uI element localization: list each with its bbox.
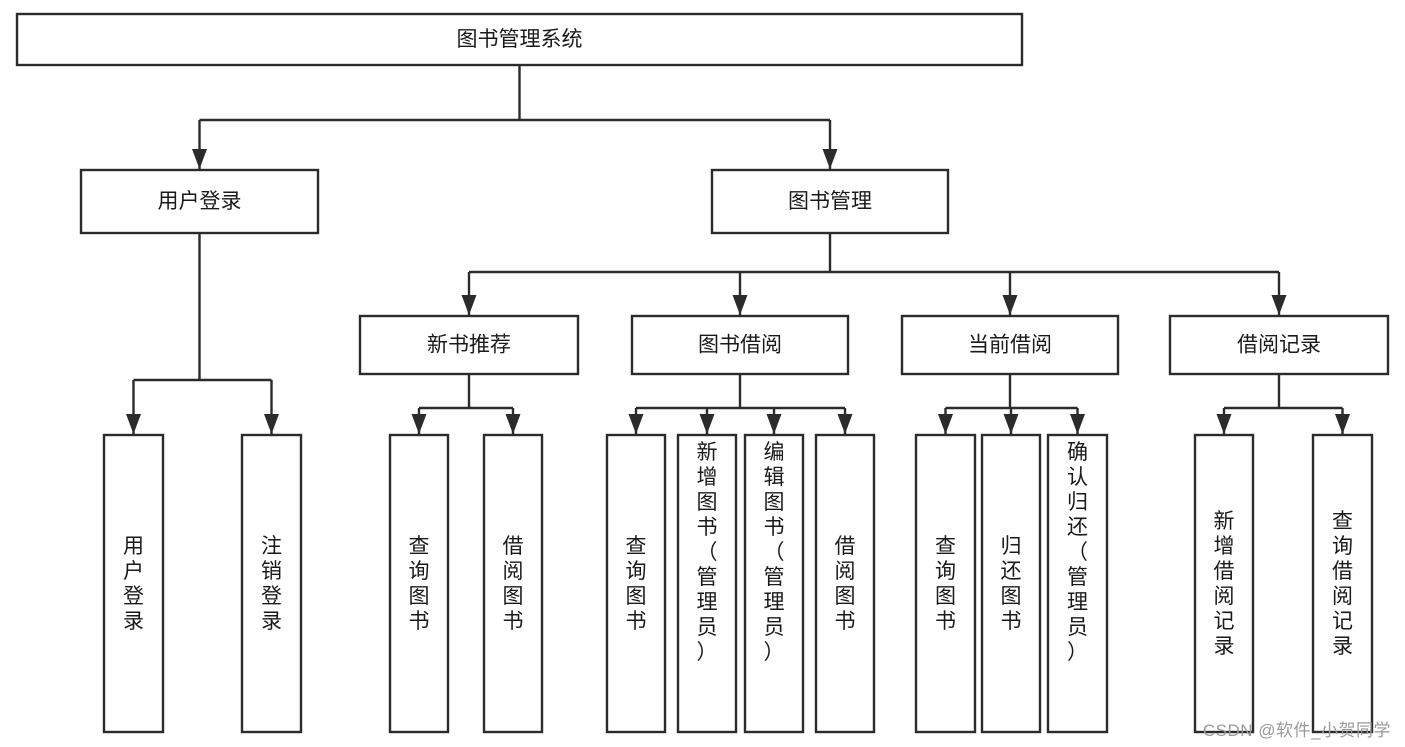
arrow-l2-3-1 (1335, 414, 1350, 434)
node-查询图书-label: 查询图书 (409, 535, 430, 633)
node-当前借阅-label: 当前借阅 (968, 334, 1052, 357)
watermark-text: CSDN @软件_小贺同学 (1202, 721, 1391, 740)
arrow-mgmt-1 (732, 295, 748, 315)
node-借阅图书-label: 借阅图书 (503, 535, 524, 633)
node-新增借阅记录-label: 新增借阅记录 (1214, 510, 1235, 658)
node-新增图书管理员-label: 新增图书（管理员） (697, 441, 718, 664)
node-新书推荐-label: 新书推荐 (427, 334, 511, 357)
node-查询图书-label: 查询图书 (626, 535, 647, 633)
connector-layer (126, 65, 1350, 434)
node-查询借阅记录-label: 查询借阅记录 (1332, 510, 1353, 658)
arrow-l2-0-1 (505, 414, 521, 434)
arrow-l2-1-1 (699, 414, 715, 434)
node-新增借阅记录[interactable]: 新增借阅记录 (1193, 433, 1255, 734)
node-新增图书管理员[interactable]: 新增图书（管理员） (676, 433, 738, 734)
node-查询借阅记录-box (1311, 433, 1374, 734)
node-图书管理[interactable]: 图书管理 (710, 168, 950, 235)
node-借阅图书-label: 借阅图书 (835, 535, 856, 633)
node-编辑图书管理员-box (743, 433, 805, 734)
node-借阅图书[interactable]: 借阅图书 (814, 433, 876, 734)
node-当前借阅-box (900, 314, 1120, 376)
node-layer: 图书管理系统用户登录图书管理新书推荐图书借阅当前借阅借阅记录用户登录注销登录查询… (15, 12, 1390, 734)
node-图书借阅-box (630, 314, 850, 376)
node-编辑图书管理员[interactable]: 编辑图书（管理员） (743, 433, 805, 734)
node-当前借阅[interactable]: 当前借阅 (900, 314, 1120, 376)
node-查询图书[interactable]: 查询图书 (605, 433, 667, 734)
node-图书借阅-label: 图书借阅 (698, 334, 782, 357)
node-归还图书-box (980, 433, 1042, 734)
arrow-l2-0-0 (411, 414, 427, 434)
node-借阅记录-box (1168, 314, 1390, 376)
node-确认归还管理员[interactable]: 确认归还（管理员） (1046, 433, 1109, 734)
node-查询借阅记录[interactable]: 查询借阅记录 (1311, 433, 1374, 734)
arrow-l2-1-3 (837, 414, 853, 434)
node-确认归还管理员-box (1046, 433, 1109, 734)
node-新书推荐-box (358, 314, 580, 376)
node-借阅记录-label: 借阅记录 (1237, 334, 1321, 357)
node-图书管理-box (710, 168, 950, 235)
arrow-l2-2-1 (1003, 414, 1019, 434)
node-借阅图书[interactable]: 借阅图书 (482, 433, 544, 734)
arrow-mgmt-0 (461, 295, 477, 315)
arrow-mgmt-3 (1271, 295, 1287, 315)
node-归还图书-label: 归还图书 (1001, 535, 1022, 633)
node-用户登录-label: 用户登录 (123, 535, 144, 633)
node-新书推荐[interactable]: 新书推荐 (358, 314, 580, 376)
node-图书管理系统-box (15, 12, 1024, 67)
node-查询图书-box (605, 433, 667, 734)
node-查询图书-box (388, 433, 450, 734)
node-查询图书-box (914, 433, 977, 734)
node-查询图书[interactable]: 查询图书 (914, 433, 977, 734)
node-用户登录[interactable]: 用户登录 (102, 433, 165, 734)
arrow-root-0 (192, 149, 207, 169)
arrow-root-1 (822, 149, 838, 169)
node-用户登录-label: 用户登录 (158, 190, 242, 213)
node-图书管理系统[interactable]: 图书管理系统 (15, 12, 1024, 67)
arrow-login-1 (264, 414, 279, 434)
arrow-l2-1-0 (628, 414, 644, 434)
arrow-login-0 (126, 414, 141, 434)
arrow-mgmt-2 (1002, 295, 1018, 315)
arrow-l2-2-0 (938, 414, 953, 434)
node-确认归还管理员-label: 确认归还（管理员） (1067, 441, 1088, 664)
node-归还图书[interactable]: 归还图书 (980, 433, 1042, 734)
node-查询图书-label: 查询图书 (935, 535, 956, 633)
node-编辑图书管理员-label: 编辑图书（管理员） (764, 441, 785, 664)
arrow-l2-1-2 (766, 414, 782, 434)
node-查询图书[interactable]: 查询图书 (388, 433, 450, 734)
node-借阅图书-box (814, 433, 876, 734)
node-注销登录-label: 注销登录 (261, 535, 282, 633)
arrow-l2-2-2 (1070, 414, 1085, 434)
node-注销登录[interactable]: 注销登录 (240, 433, 303, 734)
node-用户登录-box (79, 168, 320, 235)
node-注销登录-box (240, 433, 303, 734)
node-借阅记录[interactable]: 借阅记录 (1168, 314, 1390, 376)
node-图书管理-label: 图书管理 (788, 190, 872, 213)
node-用户登录[interactable]: 用户登录 (79, 168, 320, 235)
node-借阅图书-box (482, 433, 544, 734)
node-图书借阅[interactable]: 图书借阅 (630, 314, 850, 376)
node-新增借阅记录-box (1193, 433, 1255, 734)
node-用户登录-box (102, 433, 165, 734)
node-图书管理系统-label: 图书管理系统 (457, 28, 583, 51)
node-新增图书管理员-box (676, 433, 738, 734)
arrow-l2-3-0 (1216, 414, 1232, 434)
